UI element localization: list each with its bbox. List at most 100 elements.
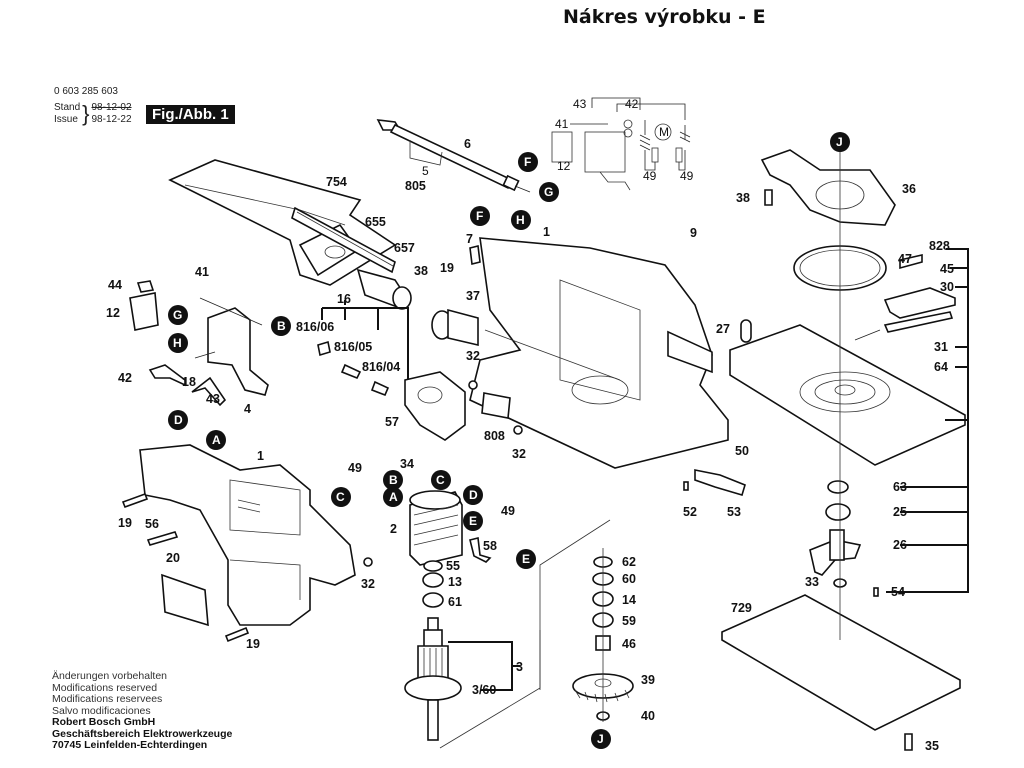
part-label-18[interactable]: 18	[182, 375, 196, 389]
pin-part[interactable]	[873, 587, 879, 597]
part-label-50[interactable]: 50	[735, 444, 749, 458]
connection-marker-f[interactable]: F	[518, 152, 538, 172]
part-label-828[interactable]: 828	[929, 239, 950, 253]
part-label-25[interactable]: 25	[893, 505, 907, 519]
part-label-657[interactable]: 657	[394, 241, 415, 255]
bearing-part[interactable]	[422, 592, 444, 608]
part-label-47[interactable]: 47	[898, 252, 912, 266]
screw-part[interactable]	[764, 189, 773, 206]
part-label-57[interactable]: 57	[385, 415, 399, 429]
capacitor-part[interactable]	[431, 308, 479, 347]
connection-marker-b[interactable]: B	[383, 470, 403, 490]
part-label-56[interactable]: 56	[145, 517, 159, 531]
label-sticker-part[interactable]	[667, 330, 713, 374]
clamp-bar-part[interactable]	[883, 311, 954, 333]
connection-marker-b[interactable]: B	[271, 316, 291, 336]
part-label-49[interactable]: 49	[348, 461, 362, 475]
part-label-43[interactable]: 43	[206, 392, 220, 406]
part-label-729[interactable]: 729	[731, 601, 752, 615]
part-label-35[interactable]: 35	[925, 739, 939, 753]
connection-marker-d[interactable]: D	[168, 410, 188, 430]
part-label-42[interactable]: 42	[118, 371, 132, 385]
part-label-34[interactable]: 34	[400, 457, 414, 471]
part-label-54[interactable]: 54	[891, 585, 905, 599]
part-label-9[interactable]: 9	[690, 226, 697, 240]
label-20-part[interactable]	[161, 573, 209, 627]
spring-part[interactable]	[899, 253, 923, 270]
connection-marker-g[interactable]: G	[168, 305, 188, 325]
part-label-13[interactable]: 13	[448, 575, 462, 589]
part-label-32[interactable]: 32	[361, 577, 375, 591]
label-808-part[interactable]	[481, 392, 511, 419]
rod-part[interactable]	[854, 329, 881, 341]
part-label-39[interactable]: 39	[641, 673, 655, 687]
screw-part[interactable]	[121, 492, 149, 509]
part-label-63[interactable]: 63	[893, 480, 907, 494]
sanding-pad-part[interactable]	[721, 594, 961, 731]
part-label-808[interactable]: 808	[484, 429, 505, 443]
part-label-32[interactable]: 32	[466, 349, 480, 363]
pin-part[interactable]	[683, 481, 689, 491]
part-label-33[interactable]: 33	[805, 575, 819, 589]
housing-bottom-part[interactable]	[139, 444, 356, 626]
part-label-19[interactable]: 19	[246, 637, 260, 651]
screw-part[interactable]	[146, 531, 179, 546]
part-label-40[interactable]: 40	[641, 709, 655, 723]
connection-marker-a[interactable]: A	[206, 430, 226, 450]
part-label-52[interactable]: 52	[683, 505, 697, 519]
part-label-59[interactable]: 59	[622, 614, 636, 628]
adapter-part[interactable]	[356, 268, 412, 310]
clamp-part[interactable]	[883, 287, 956, 319]
part-label-816-05[interactable]: 816/05	[334, 340, 372, 354]
part-label-55[interactable]: 55	[446, 559, 460, 573]
part-label-64[interactable]: 64	[934, 360, 948, 374]
part-label-30[interactable]: 30	[940, 280, 954, 294]
part-label-6[interactable]: 6	[464, 137, 471, 151]
filter-part[interactable]	[740, 319, 752, 343]
connection-marker-g[interactable]: G	[539, 182, 559, 202]
connection-marker-a[interactable]: A	[383, 487, 403, 507]
washer-part[interactable]	[513, 425, 523, 435]
screw-part[interactable]	[224, 626, 250, 643]
part-label-805[interactable]: 805	[405, 179, 426, 193]
part-label-41[interactable]: 41	[195, 265, 209, 279]
bearing-part[interactable]	[422, 572, 444, 588]
part-label-31[interactable]: 31	[934, 340, 948, 354]
connection-marker-c[interactable]: C	[331, 487, 351, 507]
part-label-12[interactable]: 12	[106, 306, 120, 320]
part-label-27[interactable]: 27	[716, 322, 730, 336]
part-label-44[interactable]: 44	[108, 278, 122, 292]
plate-36-part[interactable]	[760, 149, 896, 226]
connection-marker-j[interactable]: J	[591, 729, 611, 749]
brush-holder-part[interactable]	[317, 340, 466, 441]
base-plate-part[interactable]	[729, 324, 966, 466]
part-label-37[interactable]: 37	[466, 289, 480, 303]
part-label-1[interactable]: 1	[543, 225, 550, 239]
tube-part[interactable]	[291, 206, 396, 274]
part-label-49[interactable]: 49	[501, 504, 515, 518]
part-label-61[interactable]: 61	[448, 595, 462, 609]
counterweight-part[interactable]	[809, 529, 862, 576]
cord-clamp-part[interactable]	[469, 245, 481, 265]
connection-marker-e[interactable]: E	[463, 511, 483, 531]
field-coil-part[interactable]	[409, 490, 463, 566]
part-label-46[interactable]: 46	[622, 637, 636, 651]
part-label-19[interactable]: 19	[440, 261, 454, 275]
part-label-38[interactable]: 38	[736, 191, 750, 205]
connection-marker-c[interactable]: C	[431, 470, 451, 490]
part-label-45[interactable]: 45	[940, 262, 954, 276]
part-label-1[interactable]: 1	[257, 449, 264, 463]
part-label-5[interactable]: 5	[422, 164, 429, 178]
part-label-53[interactable]: 53	[727, 505, 741, 519]
part-label-7[interactable]: 7	[466, 232, 473, 246]
part-label-754[interactable]: 754	[326, 175, 347, 189]
part-label-36[interactable]: 36	[902, 182, 916, 196]
switch-part[interactable]	[129, 280, 269, 407]
part-label-4[interactable]: 4	[244, 402, 251, 416]
part-label-32[interactable]: 32	[512, 447, 526, 461]
connection-marker-j[interactable]: J	[830, 132, 850, 152]
connection-marker-e[interactable]: E	[516, 549, 536, 569]
part-label-26[interactable]: 26	[893, 538, 907, 552]
part-label-19[interactable]: 19	[118, 516, 132, 530]
armature-part[interactable]	[404, 617, 462, 741]
